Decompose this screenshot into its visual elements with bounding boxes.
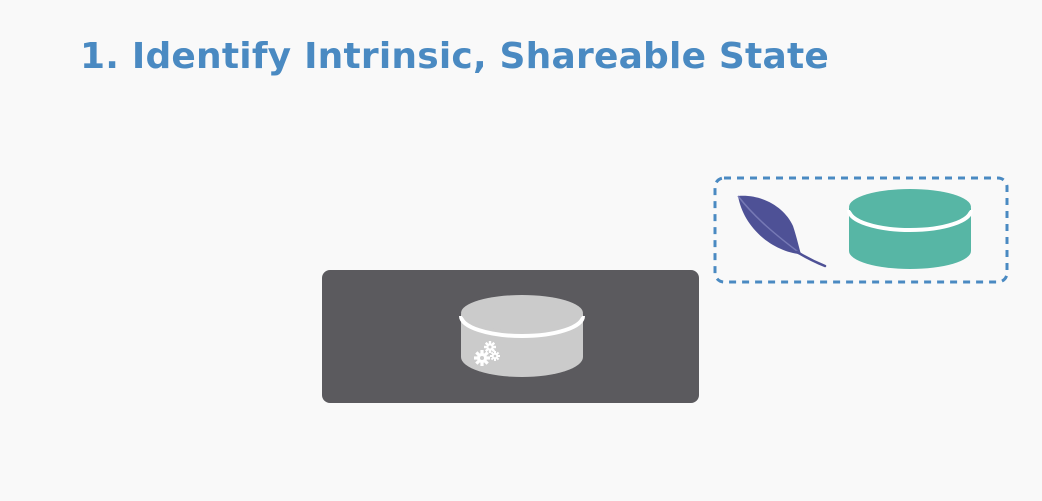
database-icon [847,189,973,269]
slide-title: 1. Identify Intrinsic, Shareable State [80,36,829,77]
object-box [322,270,699,403]
shared-state-group [713,176,1009,284]
feather-icon [737,195,827,268]
database-with-gears-icon [459,295,585,377]
dashed-frame [713,176,1009,284]
